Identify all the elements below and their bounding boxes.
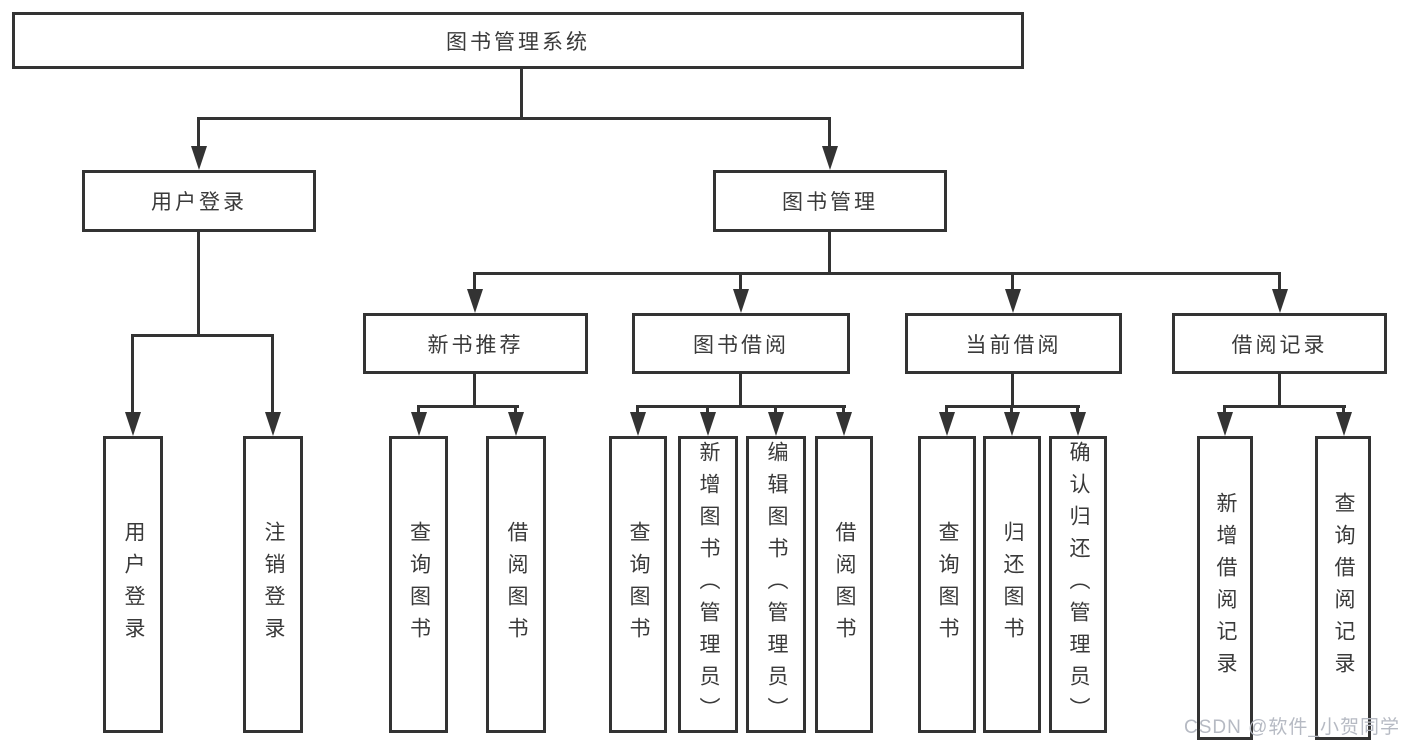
node-label: 图书管理系统 bbox=[446, 30, 590, 54]
node-new-book-recommend: 新书推荐 bbox=[363, 313, 588, 374]
node-root-library-system: 图书管理系统 bbox=[12, 12, 1024, 69]
connector-line bbox=[739, 374, 742, 407]
csdn-watermark: CSDN @软件_小贺同学 bbox=[1184, 717, 1400, 738]
connector-line bbox=[473, 374, 476, 407]
leaf-add-borrow-record: 新增借阅记录 bbox=[1197, 436, 1253, 740]
leaf-add-books-admin: 新增图书（管理员） bbox=[678, 436, 738, 733]
node-label: 借阅记录 bbox=[1231, 333, 1328, 357]
arrowhead-down-icon bbox=[1272, 289, 1288, 313]
connector-line bbox=[706, 405, 709, 415]
connector-line bbox=[1011, 374, 1014, 407]
connector-line bbox=[636, 405, 846, 408]
node-label: 图书借阅 bbox=[693, 333, 789, 357]
arrowhead-down-icon bbox=[768, 412, 784, 436]
node-label: 编辑图书（管理员） bbox=[765, 440, 788, 729]
leaf-logout: 注销登录 bbox=[243, 436, 303, 733]
node-label: 注销登录 bbox=[262, 520, 285, 649]
arrowhead-down-icon bbox=[836, 412, 852, 436]
arrowhead-down-icon bbox=[508, 412, 524, 436]
connector-line bbox=[828, 232, 831, 275]
connector-line bbox=[131, 334, 274, 337]
arrowhead-down-icon bbox=[411, 412, 427, 436]
connector-line bbox=[197, 117, 831, 120]
connector-line bbox=[1342, 405, 1345, 415]
arrowhead-down-icon bbox=[265, 412, 281, 436]
arrowhead-down-icon bbox=[467, 289, 483, 313]
connector-line bbox=[271, 334, 274, 415]
node-label: 当前借阅 bbox=[965, 333, 1062, 357]
arrowhead-down-icon bbox=[733, 289, 749, 313]
connector-line bbox=[1223, 405, 1226, 415]
leaf-query-books-2: 查询图书 bbox=[609, 436, 667, 733]
arrowhead-down-icon bbox=[1004, 412, 1020, 436]
connector-line bbox=[417, 405, 420, 415]
connector-line bbox=[1278, 374, 1281, 407]
connector-line bbox=[520, 69, 523, 117]
arrowhead-down-icon bbox=[700, 412, 716, 436]
connector-line bbox=[1076, 405, 1079, 415]
node-user-login: 用户登录 bbox=[82, 170, 316, 232]
node-book-borrow: 图书借阅 bbox=[632, 313, 850, 374]
arrowhead-down-icon bbox=[630, 412, 646, 436]
connector-line bbox=[1223, 405, 1346, 408]
leaf-query-borrow-record: 查询借阅记录 bbox=[1315, 436, 1371, 740]
arrowhead-down-icon bbox=[939, 412, 955, 436]
node-label: 查询借阅记录 bbox=[1332, 492, 1355, 684]
connector-line bbox=[828, 117, 831, 149]
connector-line bbox=[473, 272, 1281, 275]
leaf-confirm-return-admin: 确认归还（管理员） bbox=[1049, 436, 1107, 733]
connector-line bbox=[636, 405, 639, 415]
node-label: 确认归还（管理员） bbox=[1067, 440, 1090, 729]
arrowhead-down-icon bbox=[1336, 412, 1352, 436]
arrowhead-down-icon bbox=[1070, 412, 1086, 436]
node-label: 用户登录 bbox=[151, 191, 247, 214]
node-label: 新增借阅记录 bbox=[1214, 492, 1237, 684]
node-label: 查询图书 bbox=[627, 520, 650, 649]
connector-line bbox=[1011, 272, 1014, 292]
arrowhead-down-icon bbox=[822, 146, 838, 170]
leaf-borrow-books-2: 借阅图书 bbox=[815, 436, 873, 733]
leaf-query-books-1: 查询图书 bbox=[389, 436, 448, 733]
leaf-return-books: 归还图书 bbox=[983, 436, 1041, 733]
connector-line bbox=[1010, 405, 1013, 415]
arrowhead-down-icon bbox=[125, 412, 141, 436]
leaf-query-books-3: 查询图书 bbox=[918, 436, 976, 733]
node-label: 用户登录 bbox=[122, 520, 145, 649]
connector-line bbox=[417, 405, 519, 408]
connector-line bbox=[739, 272, 742, 292]
connector-line bbox=[131, 334, 134, 415]
leaf-user-login: 用户登录 bbox=[103, 436, 163, 733]
connector-line bbox=[197, 117, 200, 149]
node-label: 查询图书 bbox=[936, 520, 959, 649]
node-label: 查询图书 bbox=[407, 520, 431, 649]
connector-line bbox=[945, 405, 948, 415]
node-label: 图书管理 bbox=[782, 191, 878, 214]
node-label: 借阅图书 bbox=[505, 520, 528, 649]
leaf-borrow-books-1: 借阅图书 bbox=[486, 436, 546, 733]
node-current-borrow: 当前借阅 bbox=[905, 313, 1122, 374]
connector-line bbox=[1278, 272, 1281, 292]
arrowhead-down-icon bbox=[1005, 289, 1021, 313]
connector-line bbox=[514, 405, 517, 415]
connector-line bbox=[774, 405, 777, 415]
connector-line bbox=[473, 272, 476, 292]
arrowhead-down-icon bbox=[191, 146, 207, 170]
leaf-edit-books-admin: 编辑图书（管理员） bbox=[746, 436, 806, 733]
node-book-management: 图书管理 bbox=[713, 170, 947, 232]
node-label: 归还图书 bbox=[1001, 520, 1024, 649]
node-label: 新增图书（管理员） bbox=[697, 440, 720, 729]
connector-line bbox=[197, 232, 200, 337]
connector-line bbox=[842, 405, 845, 415]
node-label: 新书推荐 bbox=[427, 333, 524, 357]
node-borrow-records: 借阅记录 bbox=[1172, 313, 1387, 374]
node-label: 借阅图书 bbox=[833, 520, 856, 649]
arrowhead-down-icon bbox=[1217, 412, 1233, 436]
